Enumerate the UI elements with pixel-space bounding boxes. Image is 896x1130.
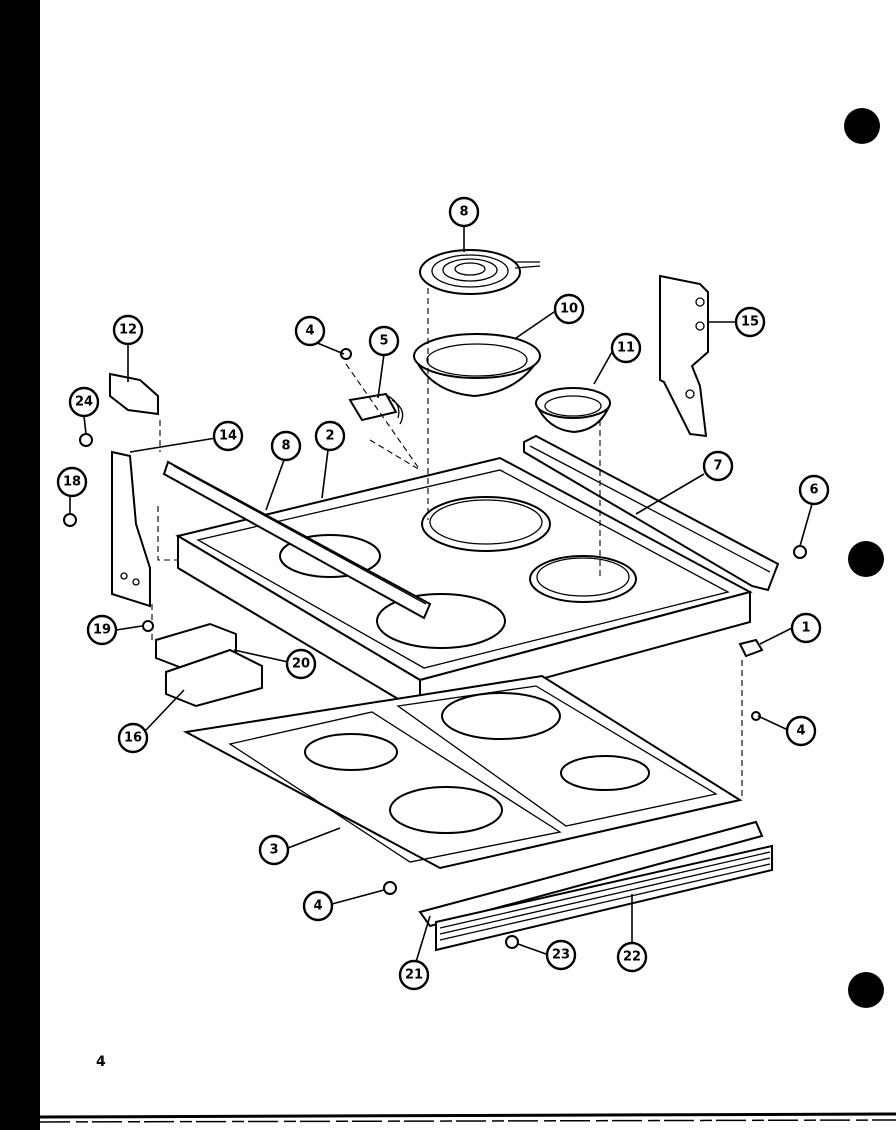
callout-4-right: 4 <box>785 715 817 747</box>
callout-16: 16 <box>117 722 149 754</box>
svg-text:2: 2 <box>325 429 334 444</box>
callout-22: 22 <box>616 941 648 973</box>
switch-block <box>155 622 263 708</box>
svg-text:21: 21 <box>405 968 423 983</box>
svg-text:7: 7 <box>713 459 722 474</box>
svg-text:16: 16 <box>124 731 142 746</box>
callout-19: 19 <box>86 614 118 646</box>
callout-6: 6 <box>798 474 830 506</box>
svg-text:18: 18 <box>63 475 81 490</box>
callout-7: 7 <box>702 450 734 482</box>
svg-text:10: 10 <box>560 302 578 317</box>
callout-5: 5 <box>368 325 400 357</box>
svg-text:22: 22 <box>623 950 641 965</box>
svg-text:20: 20 <box>292 657 310 672</box>
small-drip-bowl <box>534 387 612 434</box>
page-number: 4 <box>96 1054 106 1070</box>
rear-trim <box>523 434 780 592</box>
callout-2: 2 <box>314 420 346 452</box>
callout-24: 24 <box>68 386 100 418</box>
callout-23: 23 <box>545 939 577 971</box>
callout-4-top: 4 <box>294 315 326 347</box>
svg-text:4: 4 <box>313 899 322 914</box>
svg-text:24: 24 <box>75 395 93 410</box>
svg-text:11: 11 <box>617 341 635 356</box>
callout-8-element: 8 <box>448 196 480 228</box>
callout-18: 18 <box>56 466 88 498</box>
burner-box <box>182 674 743 870</box>
surface-element <box>419 249 541 295</box>
brackets <box>109 274 709 608</box>
svg-text:19: 19 <box>93 623 111 638</box>
callout-15: 15 <box>734 306 766 338</box>
front-trim <box>418 820 773 952</box>
callout-8-rod: 8 <box>270 430 302 462</box>
large-drip-bowl <box>412 333 542 398</box>
svg-text:8: 8 <box>281 439 290 454</box>
svg-text:23: 23 <box>552 948 570 963</box>
callout-12: 12 <box>112 314 144 346</box>
callout-1: 1 <box>790 612 822 644</box>
svg-text:4: 4 <box>305 324 314 339</box>
svg-text:3: 3 <box>269 843 278 858</box>
assembly-lines <box>151 288 743 800</box>
leader-lines <box>69 226 813 963</box>
svg-text:4: 4 <box>796 724 805 739</box>
callout-21: 21 <box>398 959 430 991</box>
svg-text:8: 8 <box>459 205 468 220</box>
left-side-trim <box>162 460 432 620</box>
svg-text:1: 1 <box>801 621 810 636</box>
callout-11: 11 <box>610 332 642 364</box>
callout-3: 3 <box>258 834 290 866</box>
svg-text:15: 15 <box>741 315 759 330</box>
svg-text:14: 14 <box>219 429 237 444</box>
terminal-block <box>348 392 764 658</box>
callout-10: 10 <box>553 293 585 325</box>
svg-text:5: 5 <box>379 334 388 349</box>
callout-14: 14 <box>212 420 244 452</box>
cooktop-frame <box>175 456 753 714</box>
callout-4-bottom: 4 <box>302 890 334 922</box>
svg-text:6: 6 <box>809 483 818 498</box>
svg-text:12: 12 <box>119 323 137 338</box>
callout-20: 20 <box>285 648 317 680</box>
